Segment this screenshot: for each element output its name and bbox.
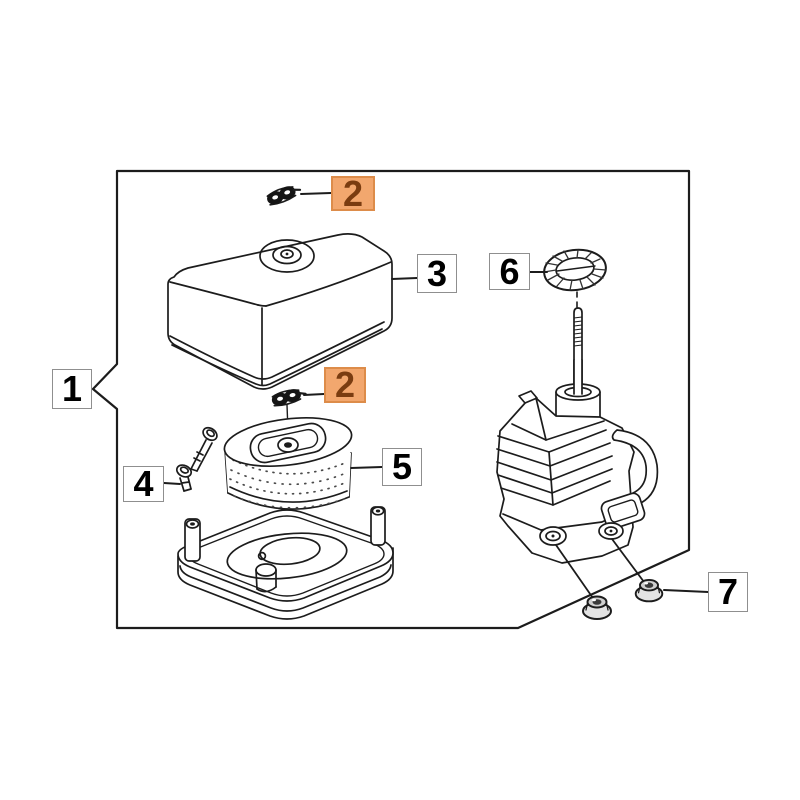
part-label-air-filter-cover[interactable]: 3: [417, 254, 457, 293]
flange-nuts-drawing: [582, 579, 664, 620]
part-number: 2: [342, 172, 364, 214]
leader-line-2-lower: [303, 393, 325, 396]
leader-line-5: [350, 466, 383, 469]
leader-line-2-upper: [300, 192, 332, 195]
air-filter-cover-drawing: [167, 233, 393, 390]
part-label-clip-lower[interactable]: 2: [324, 367, 366, 403]
part-number: 5: [391, 446, 413, 487]
leader-line-3: [391, 277, 418, 280]
part-label-air-filter-element[interactable]: 5: [382, 448, 422, 486]
clip-lower-drawing: [271, 389, 307, 407]
air-filter-element-drawing: [223, 417, 353, 510]
part-label-seal-ring[interactable]: 6: [489, 253, 530, 290]
seal-ring-drawing: [543, 248, 607, 292]
leader-line-4: [163, 482, 181, 485]
filter-base-drawing: [177, 506, 394, 620]
leader-line-7: [663, 589, 709, 593]
screws-drawing: [175, 426, 218, 492]
part-number: 4: [133, 463, 154, 504]
part-number: 7: [717, 571, 739, 612]
clip-upper-drawing: [266, 186, 302, 206]
part-number: 2: [334, 364, 356, 405]
part-label-clip-upper[interactable]: 2: [331, 172, 375, 214]
leader-line-stud-right: [611, 538, 648, 587]
part-label-flange-nut[interactable]: 7: [708, 572, 748, 612]
part-label-assembly[interactable]: 1: [52, 369, 92, 409]
intake-body-drawing: [496, 359, 659, 564]
part-number: 1: [61, 368, 83, 409]
diagram-frame: [91, 169, 691, 630]
leader-line-stud-left: [555, 544, 596, 602]
part-number: 3: [426, 252, 448, 294]
part-label-screw[interactable]: 4: [123, 466, 164, 502]
part-number: 6: [499, 250, 520, 292]
